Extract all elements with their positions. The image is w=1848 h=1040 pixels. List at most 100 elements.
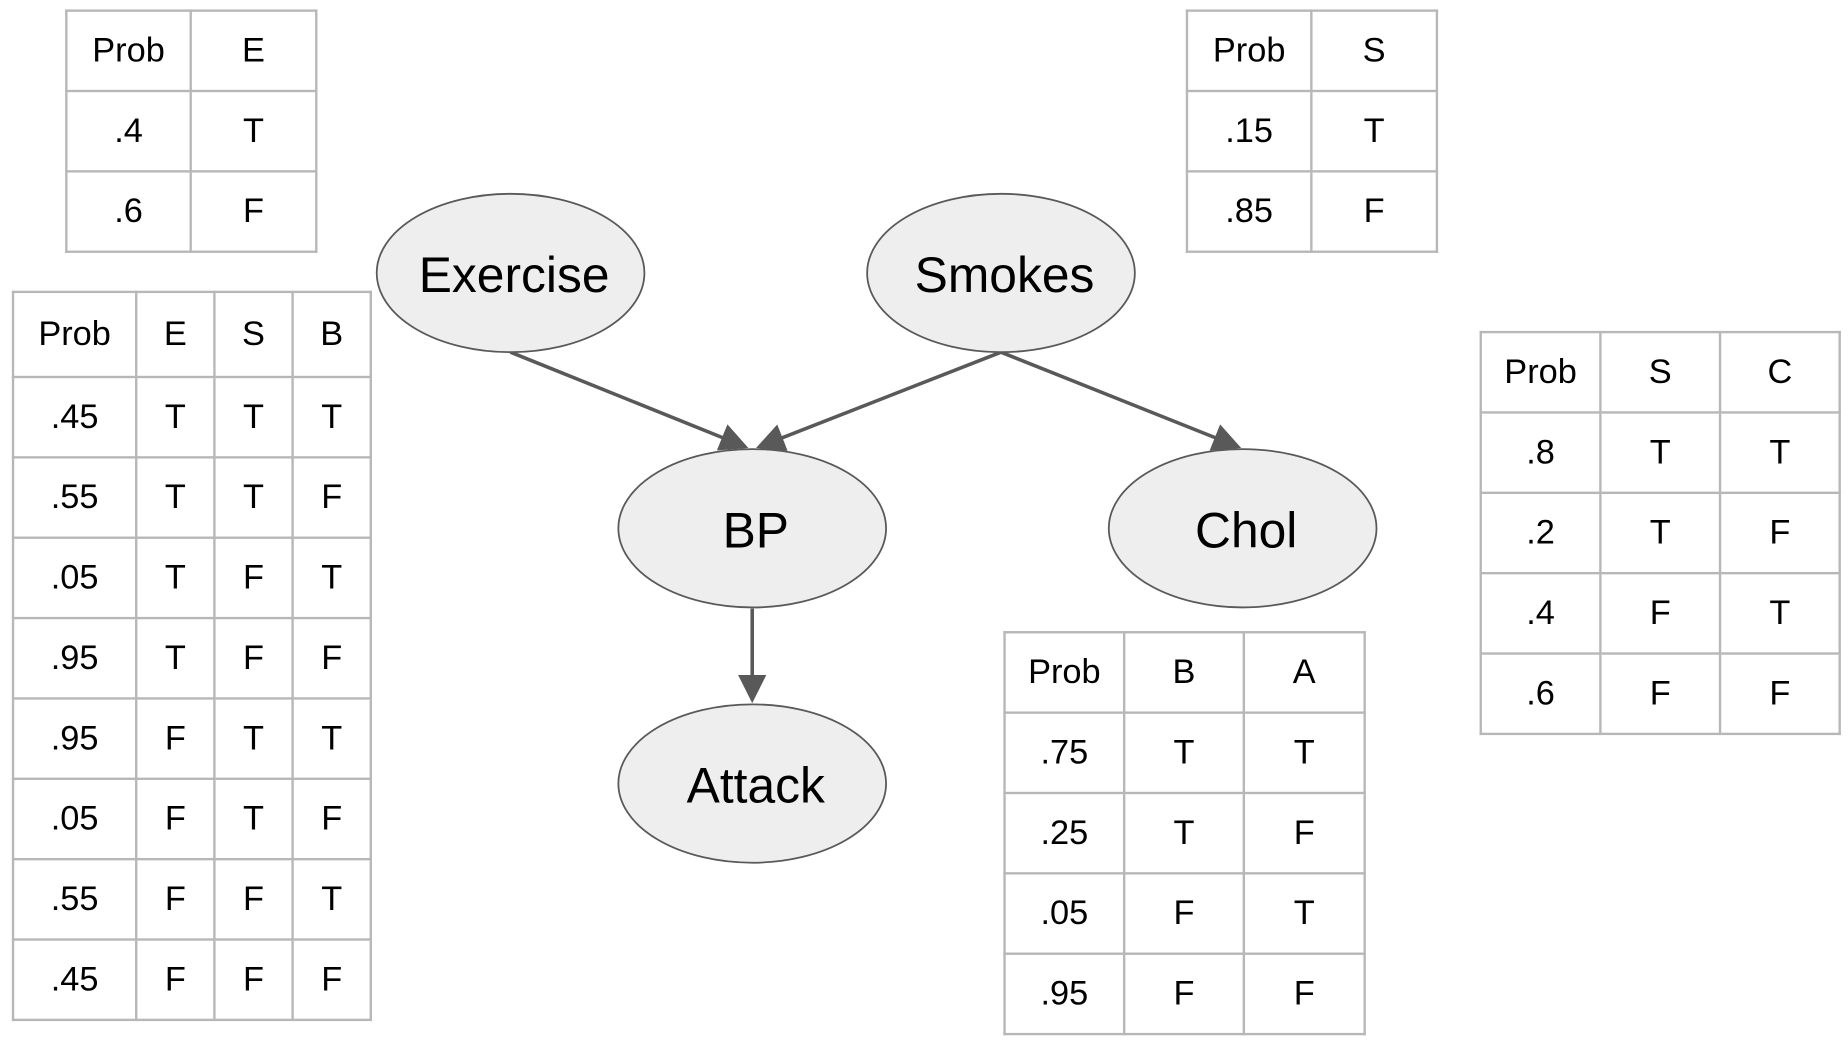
table-cell: T <box>291 697 372 780</box>
table-row: .05 F T F <box>11 777 372 861</box>
table-cell: F <box>1599 571 1722 655</box>
node-bp: BP <box>617 448 887 609</box>
table-cell: T <box>1242 711 1366 795</box>
table-header-cell: Prob <box>65 9 192 93</box>
table-cell: T <box>135 536 216 620</box>
table-cell: .75 <box>1003 711 1126 795</box>
table-cell: F <box>213 857 294 941</box>
cpt-table-attack: Prob B A .75 T T .25 T F .05 F T .95 <box>1003 631 1366 1036</box>
table-cell: F <box>1242 952 1366 1036</box>
table-row: .4 T <box>65 89 318 173</box>
node-label-exercise: Exercise <box>419 247 610 303</box>
table-cell: .05 <box>11 777 138 861</box>
table-cell: T <box>1599 491 1722 575</box>
table-header-cell: S <box>1310 9 1439 93</box>
table-row: .55 F F T <box>11 857 372 941</box>
table-cell: .95 <box>11 697 138 780</box>
table-header-cell: Prob <box>1003 631 1126 714</box>
table-cell: T <box>213 777 294 861</box>
table-cell: .6 <box>65 170 192 253</box>
table-cell: T <box>213 697 294 780</box>
table-row: .6 F F <box>1479 652 1841 736</box>
table-header-cell: B <box>291 290 372 379</box>
table-cell: .25 <box>1003 791 1126 875</box>
node-exercise: Exercise <box>375 192 646 354</box>
table-row: .55 T T F <box>11 456 372 539</box>
table-cell: F <box>1718 491 1841 575</box>
table-cell: .15 <box>1185 89 1313 173</box>
node-label-attack: Attack <box>687 758 825 814</box>
table-row: .25 T F <box>1003 791 1366 875</box>
table-cell: T <box>135 375 216 459</box>
table-cell: .05 <box>11 536 138 620</box>
table-row: .95 F T T <box>11 697 372 780</box>
table-cell: T <box>1718 411 1841 494</box>
cpt-table-smokes: Prob S .15 T .85 F <box>1185 9 1439 253</box>
table-row: .05 F T <box>1003 872 1366 955</box>
table-cell: .55 <box>11 456 138 539</box>
node-attack: Attack <box>617 703 887 864</box>
table-header-cell: S <box>213 290 294 379</box>
table-cell: F <box>1123 952 1246 1036</box>
table-row: .4 F T <box>1479 571 1841 655</box>
table-header-cell: C <box>1718 330 1841 414</box>
edge-exercise-to-bp <box>509 350 749 451</box>
table-header-cell: B <box>1123 631 1246 714</box>
table-cell: T <box>213 375 294 459</box>
table-cell: F <box>1599 652 1722 736</box>
node-chol: Chol <box>1107 448 1378 609</box>
cpt-table-bp: Prob E S B .45 T T T .55 T T F .05 T <box>11 290 372 1022</box>
table-row: .05 T F T <box>11 536 372 620</box>
table-cell: T <box>135 456 216 539</box>
table-cell: F <box>1123 872 1246 955</box>
table-cell: .95 <box>1003 952 1126 1036</box>
edges <box>509 350 1242 704</box>
table-cell: T <box>1242 872 1366 955</box>
table-row: .75 T T <box>1003 711 1366 795</box>
table-cell: .45 <box>11 938 138 1022</box>
table-row: .45 T T T <box>11 375 372 459</box>
node-smokes: Smokes <box>866 192 1136 354</box>
table-cell: .4 <box>65 89 192 173</box>
table-cell: F <box>135 857 216 941</box>
table-row: .8 T T <box>1479 411 1841 494</box>
node-label-chol: Chol <box>1195 502 1297 558</box>
table-cell: T <box>1123 791 1246 875</box>
table-header-cell: S <box>1599 330 1722 414</box>
table-cell: F <box>135 938 216 1022</box>
table-cell: T <box>291 857 372 941</box>
table-cell: F <box>291 616 372 700</box>
table-header-cell: E <box>135 290 216 379</box>
table-row: .85 F <box>1185 170 1439 253</box>
table-cell: .6 <box>1479 652 1602 736</box>
table-cell: .2 <box>1479 491 1602 575</box>
table-cell: F <box>1242 791 1366 875</box>
table-row: .95 T F F <box>11 616 372 700</box>
table-cell: F <box>291 456 372 539</box>
table-cell: T <box>1310 89 1439 173</box>
node-label-smokes: Smokes <box>915 247 1095 303</box>
table-cell: F <box>135 777 216 861</box>
table-row: .95 F F <box>1003 952 1366 1036</box>
table-cell: T <box>1718 571 1841 655</box>
table-cell: F <box>189 170 318 253</box>
node-label-bp: BP <box>723 502 789 558</box>
table-cell: F <box>213 536 294 620</box>
cpt-table-chol: Prob S C .8 T T .2 T F .4 F T .6 <box>1479 330 1841 736</box>
table-cell: .8 <box>1479 411 1602 494</box>
table-cell: F <box>213 616 294 700</box>
table-cell: T <box>135 616 216 700</box>
table-cell: F <box>1310 170 1439 253</box>
table-cell: T <box>213 456 294 539</box>
table-cell: .95 <box>11 616 138 700</box>
edge-smokes-to-bp <box>756 350 1002 451</box>
table-row: .2 T F <box>1479 491 1841 575</box>
table-cell: .4 <box>1479 571 1602 655</box>
table-header-cell: E <box>189 9 318 93</box>
table-cell: F <box>213 938 294 1022</box>
edge-smokes-to-chol <box>1000 350 1242 451</box>
table-cell: F <box>291 777 372 861</box>
table-cell: F <box>1718 652 1841 736</box>
